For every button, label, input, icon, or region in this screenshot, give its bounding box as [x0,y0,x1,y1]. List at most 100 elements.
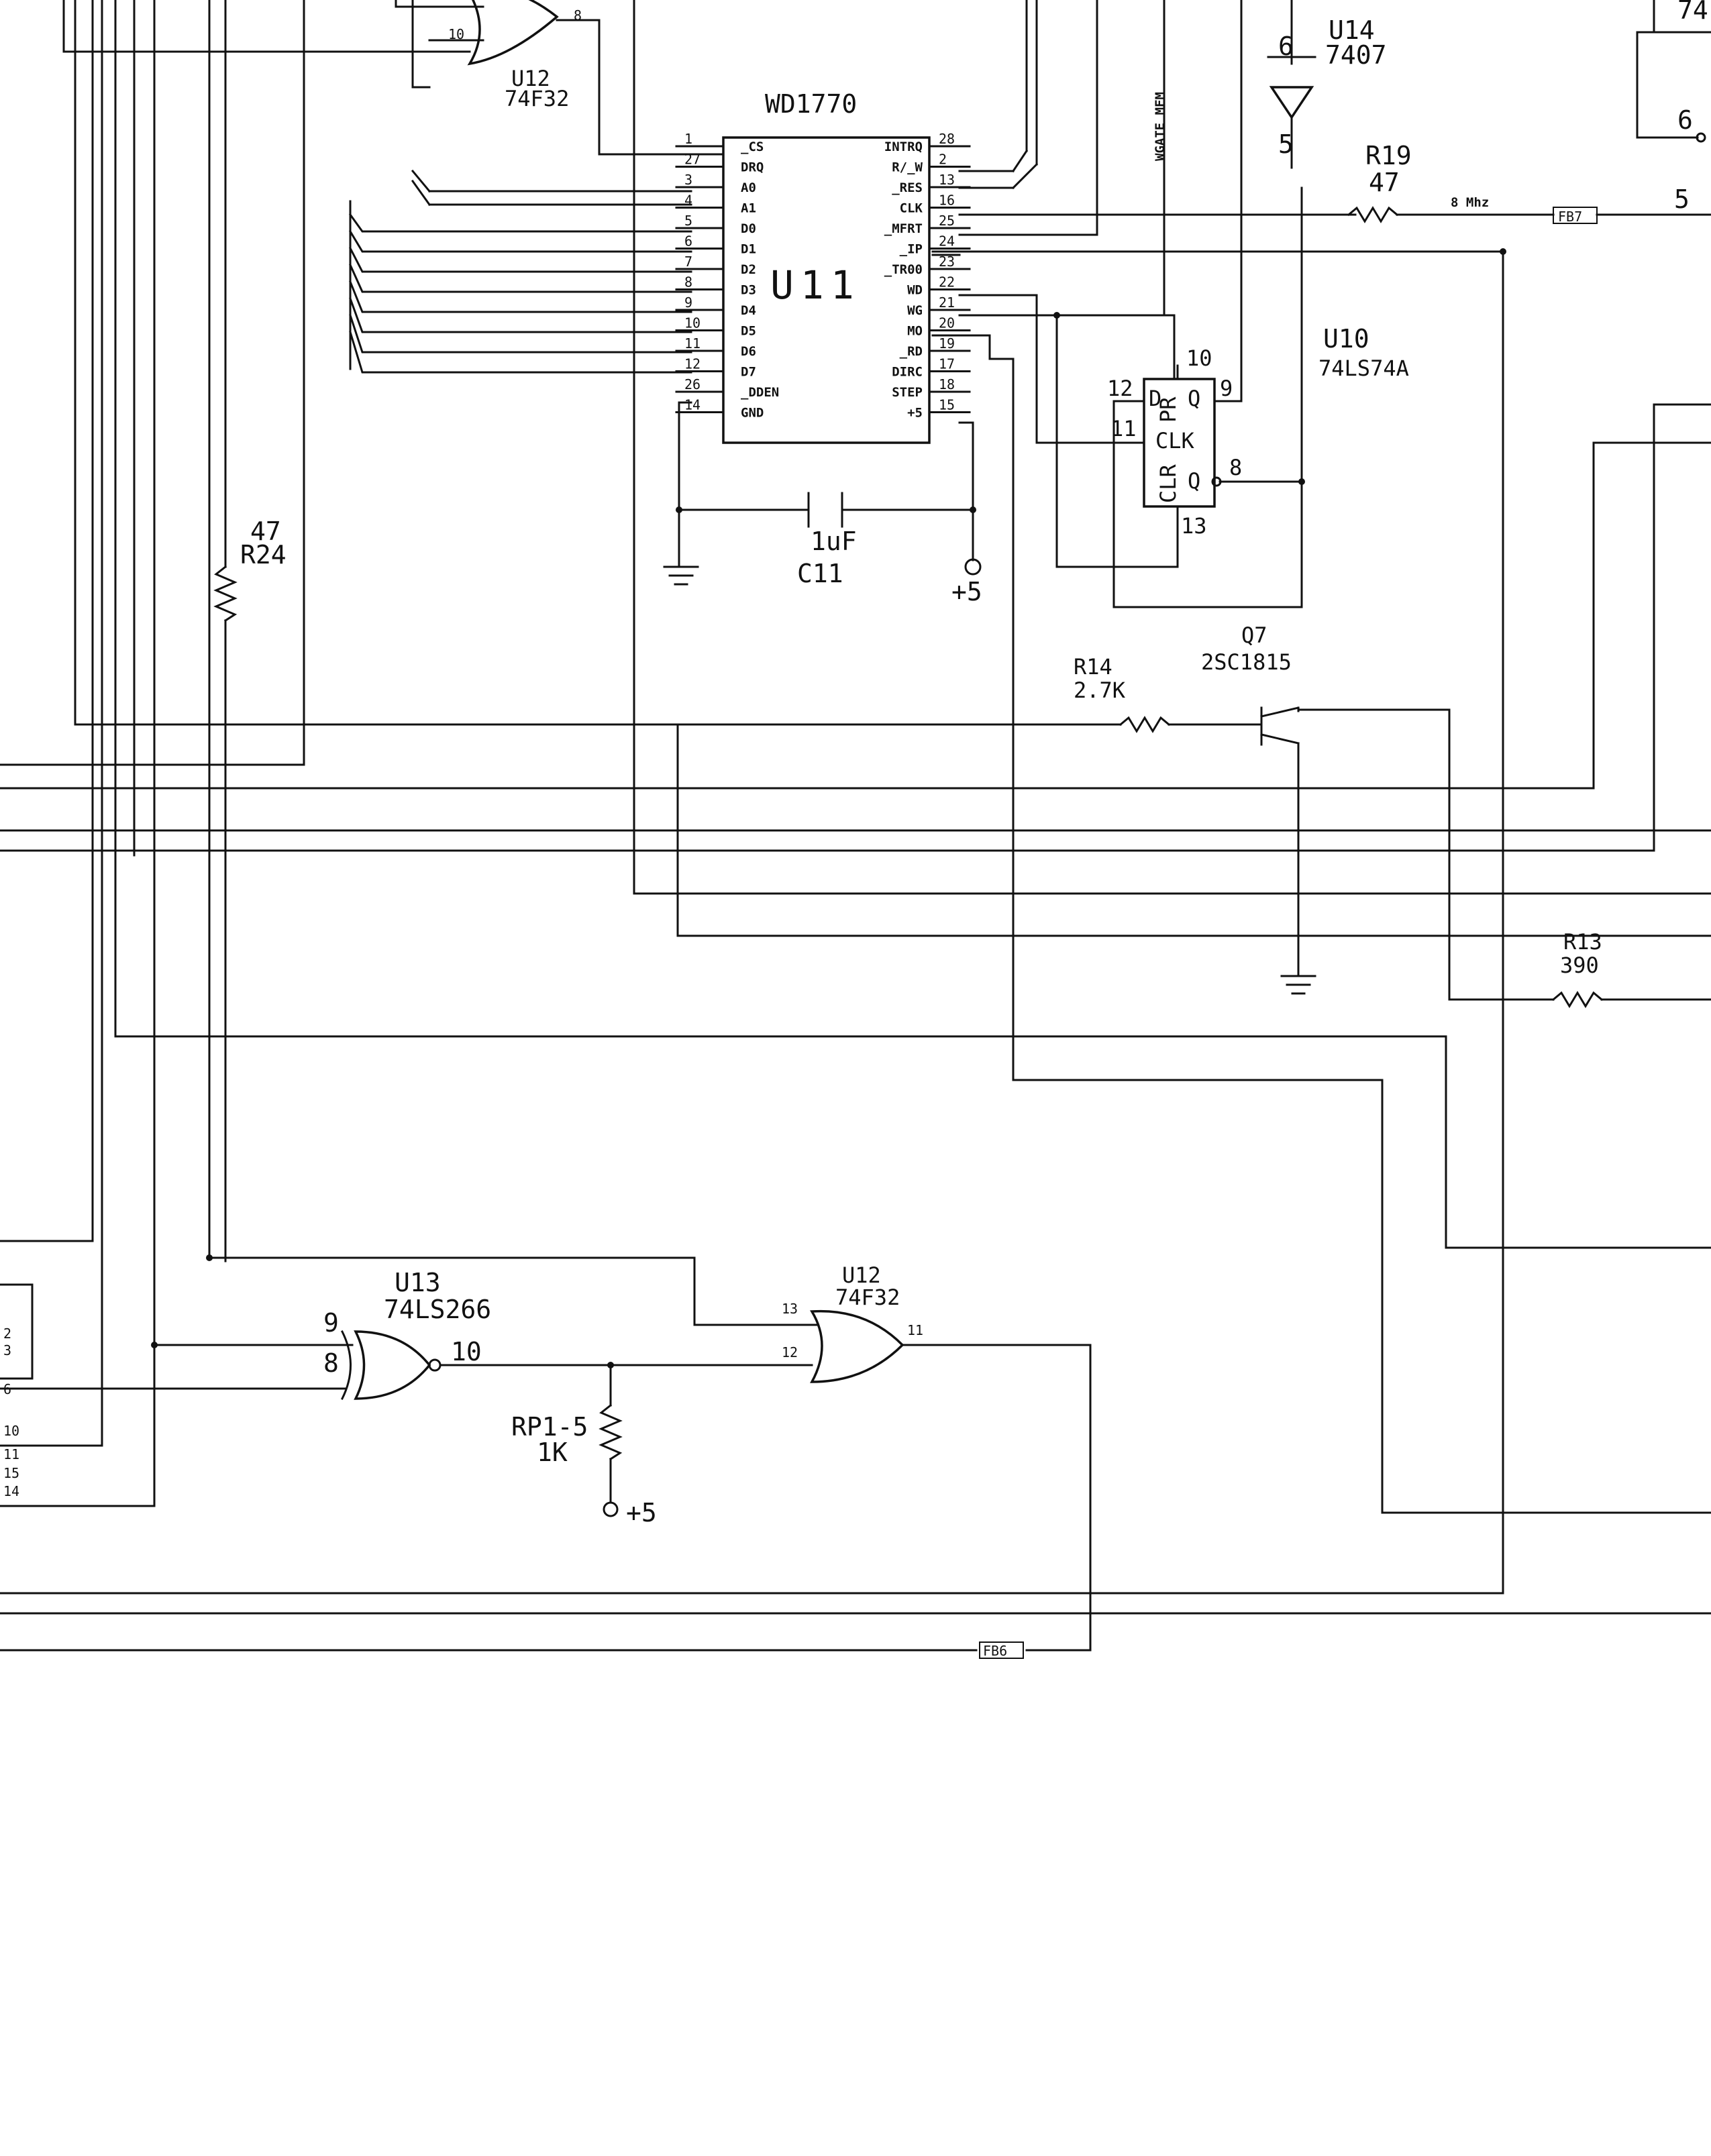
top-right-chip-partial: 74 6 [1636,0,1711,143]
u11-left-pin-number: 3 [684,172,692,188]
u10-ref: U10 [1323,324,1369,354]
u12-top-part: 74F32 [505,86,569,111]
right-pin-5: 5 [1674,184,1690,214]
u11-left-pin-name: A0 [741,180,756,195]
u11-right-pin: 2R/_W [892,152,971,175]
u13-in-b: 8 [323,1348,339,1378]
r24-resistor: 47 R24 [213,0,287,1262]
left-pin-5: 15 [3,1465,19,1481]
rp1-vcc: +5 [626,1498,657,1527]
u11-left-pin-name: D7 [741,365,756,380]
u11-right-pin-number: 20 [939,315,955,331]
u11-right-pin-number: 16 [939,193,955,209]
u11-right-pin-name: _IP [900,242,923,257]
clock-label: 8 Mhz [1451,195,1489,210]
u11-left-pin-name: A1 [741,201,756,216]
u12-top-ref: U12 [511,66,550,91]
c11-ref: C11 [797,559,843,588]
q7-part: 2SC1815 [1201,649,1292,675]
fb7-label: FB7 [1558,209,1582,225]
u11-left-pin-name: GND [741,406,764,421]
u11-left-pin: 1_CS [675,131,764,154]
u11-left-pin-number: 14 [684,397,701,413]
u11-right-pin-number: 18 [939,376,955,392]
u10-part: 74LS74A [1318,356,1409,381]
u11-right-pin-name: MO [907,324,923,339]
u11-left-pin-number: 8 [684,274,692,290]
left-pin-2: 6 [3,1381,11,1397]
u13-ref: U13 [395,1268,441,1297]
u11-right-pin: 23_TR00 [884,254,971,277]
q7-ref: Q7 [1241,623,1267,648]
u11-right-pin-name: R/_W [892,160,923,175]
u11-left-pin-name: D3 [741,283,756,298]
fb6-label: FB6 [983,1643,1007,1659]
u14-buffer: 6 5 U14 7407 [1267,0,1387,169]
left-pin-4: 11 [3,1446,19,1462]
u12-top-or-gate: 10 8 U12 74F32 [395,0,723,156]
u11-left-pin-number: 12 [684,356,701,372]
c11-vcc-label: +5 [951,577,982,606]
u11-right-pin-number: 2 [939,152,947,168]
u11-right-pin-name: WG [907,303,923,318]
u11-right-pin-number: 17 [939,356,955,372]
left-bottom-connector: 2 3 6 10 11 15 14 [0,1283,347,1499]
r13-resistor: R13 390 [1448,929,1711,1008]
left-pin-0: 2 [3,1326,11,1342]
u14-out-pin: 6 [1278,32,1294,61]
top-right-part: 74 [1677,0,1708,25]
r24-value: 47 [250,517,281,546]
u10-pin-q: 9 [1220,376,1233,401]
u11-left-pin-name: DRQ [741,160,764,175]
r13-ref: R13 [1563,929,1602,955]
u10-flip-flop: 12 11 10 9 8 13 D Q CLK Q PR CLR U10 74L… [1035,0,1409,608]
left-pin-1: 3 [3,1342,11,1358]
u11-right-pin-number: 28 [939,131,955,147]
u14-part: 7407 [1325,40,1387,70]
u11-left-pin-name: D6 [741,344,756,359]
u10-label-clr: CLR [1155,464,1181,503]
u12-top-out-pin: 8 [574,7,582,23]
u11-left-pin-name: D5 [741,324,756,339]
u11-left-pin-name: D1 [741,242,756,257]
c11-decoupling: 1uF C11 +5 [663,492,982,606]
u11-right-pin-name: STEP [892,385,923,400]
u11-right-pin-number: 15 [939,397,955,413]
u12-top-in-pin: 10 [448,26,464,42]
u11-left-pin-name: D2 [741,262,756,277]
u11-right-pin-name: +5 [907,406,923,421]
u14-in-pin: 5 [1278,129,1294,159]
u11-data-bus-wires [348,169,692,511]
u13-part: 74LS266 [384,1295,491,1324]
right-pin-6: 6 [1677,105,1693,135]
junction-dots [151,248,1506,1368]
u11-left-pin-number: 9 [684,294,692,311]
r14-value: 2.7K [1074,678,1126,703]
u11-right-pin: 25_MFRT [884,213,971,236]
u12-bottom-part: 74F32 [835,1285,900,1310]
u11-left-pin-number: 26 [684,376,701,392]
u12-bottom-in-b: 12 [782,1344,798,1360]
u10-pin-qbar: 8 [1229,455,1242,480]
wgate-mfm-label: WGATE MFM [1153,92,1168,161]
u11-right-pin-name: WD [907,283,923,298]
r24-ref: R24 [240,540,287,570]
u11-right-pin-name: DIRC [892,365,923,380]
u10-label-qbar: Q [1188,468,1200,494]
u10-pin-pr: 10 [1186,345,1212,371]
u11-left-pin-number: 1 [684,131,692,147]
u11-right-pin-number: 21 [939,294,955,311]
